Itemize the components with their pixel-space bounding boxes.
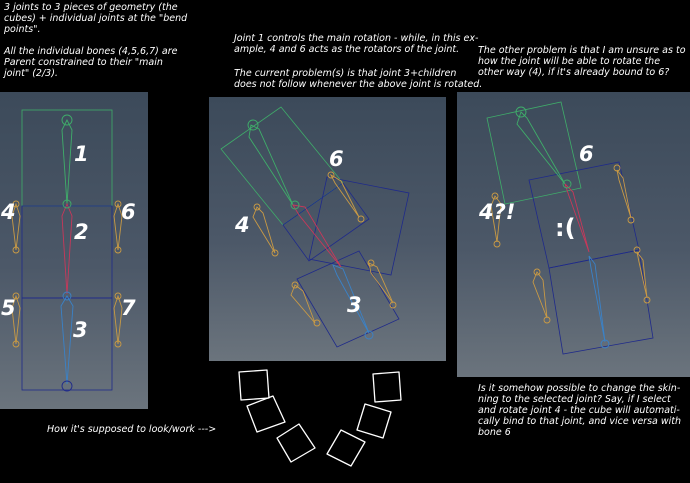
bone-3 xyxy=(60,295,74,385)
bone-5 xyxy=(290,284,316,324)
label-joint-1: 1 xyxy=(74,142,89,166)
sketch-left-cube-3 xyxy=(276,423,316,463)
cube-top xyxy=(220,106,344,226)
intro-note-2: All the individual bones (4,5,6,7) are P… xyxy=(4,46,178,79)
rig-rest-pose-drawing xyxy=(11,109,123,392)
cube-bottom xyxy=(296,250,400,348)
cube-bottom xyxy=(548,249,654,355)
bone-6 xyxy=(329,173,360,218)
bone-2 xyxy=(61,202,73,295)
bone-4 xyxy=(11,202,21,251)
bone-6 xyxy=(616,169,632,219)
sketch-right-cube-1 xyxy=(372,371,402,403)
sketch-left-cube-1 xyxy=(238,369,270,401)
joint-2 xyxy=(62,199,72,209)
joint-end xyxy=(61,380,73,392)
label-joint-7: 7 xyxy=(121,296,136,320)
rig-current-drawing xyxy=(220,106,410,348)
cube-top xyxy=(486,101,582,205)
bone-6 xyxy=(113,202,123,251)
bone-3 xyxy=(332,264,370,334)
bone-3 xyxy=(588,255,606,343)
cube-middle xyxy=(308,176,410,276)
cube-middle xyxy=(21,205,113,299)
label-joint-3: 3 xyxy=(347,293,362,317)
label-joint-4: 4 xyxy=(235,213,250,237)
label-joint-6: 6 xyxy=(329,147,344,171)
bone-2 xyxy=(292,204,342,268)
label-joint-6: 6 xyxy=(121,200,136,224)
bone-4 xyxy=(252,206,276,254)
viewport-rest-pose: 1 4 6 2 5 7 3 xyxy=(0,92,148,409)
right-note-1: The other problem is that I am unsure as… xyxy=(478,45,686,78)
bottom-left-note: How it's supposed to look/work ---> xyxy=(47,424,217,435)
sad-face-icon: :( xyxy=(555,214,576,242)
bone-2 xyxy=(564,183,590,253)
bone-5 xyxy=(11,294,21,345)
bone-7 xyxy=(368,262,394,304)
bone-4 xyxy=(490,195,502,243)
joint-1 xyxy=(61,114,73,126)
cube-bottom xyxy=(21,297,113,391)
label-joint-6: 6 xyxy=(579,142,594,166)
bone-5 xyxy=(532,271,548,319)
middle-note-2: The current problem(s) is that joint 3+c… xyxy=(234,68,483,90)
sketch-right-cube-2 xyxy=(356,403,392,439)
bottom-right-note: Is it somehow possible to change the ski… xyxy=(478,383,682,438)
sketch-left-cube-2 xyxy=(246,395,286,433)
viewport-binding-problem: 6 4?! :( xyxy=(457,92,690,377)
bone-1 xyxy=(516,111,566,185)
label-joint-2: 2 xyxy=(74,220,89,244)
middle-note-1: Joint 1 controls the main rotation - whi… xyxy=(234,33,479,55)
viewport-current-problem: 6 4 3 xyxy=(209,97,446,361)
bone-7 xyxy=(636,251,648,299)
bone-7 xyxy=(113,294,123,345)
rig-binding-drawing xyxy=(486,101,654,355)
label-joint-3: 3 xyxy=(73,318,88,342)
label-joint-4: 4 xyxy=(1,200,16,224)
desired-behaviour-sketch xyxy=(238,369,402,467)
sketch-right-cube-3 xyxy=(326,429,366,467)
intro-note-1: 3 joints to 3 pieces of geometry (the cu… xyxy=(4,2,188,35)
cube-top xyxy=(21,109,113,207)
label-joint-4-question: 4?! xyxy=(479,200,516,224)
bone-1 xyxy=(248,124,294,206)
bone-1 xyxy=(61,118,73,205)
joint-3 xyxy=(62,291,72,301)
label-joint-5: 5 xyxy=(1,296,16,320)
